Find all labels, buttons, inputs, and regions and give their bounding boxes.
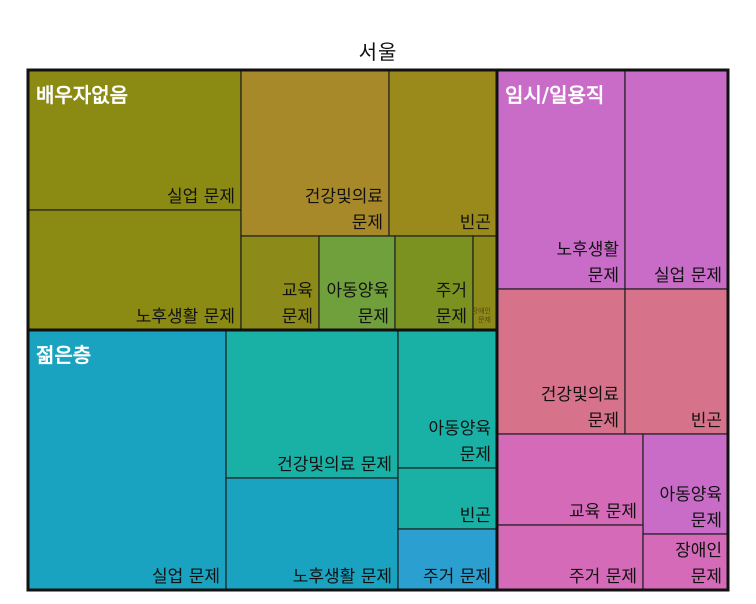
treemap-cell-label: 노후생활 문제 [136,307,235,327]
treemap-cell-label: 문제 [436,307,467,327]
treemap-cell-label: 아동양육 [326,281,389,301]
treemap-cell-label: 빈곤 [460,213,491,233]
treemap-cell-label: 문제 [358,307,389,327]
treemap-cell-label: 건강및의료 [541,385,619,405]
treemap-cell-label: 장애인 [472,306,491,315]
treemap-cell-label: 주거 [436,281,467,301]
treemap-cell [225,329,399,479]
treemap-cell [496,433,644,526]
treemap-cell [27,329,227,591]
treemap-cell [397,329,498,469]
treemap-cell [496,524,644,591]
treemap-group-label: 임시/일용직 [505,83,604,107]
treemap-cell [642,433,729,535]
treemap-cell-label: 문제 [691,511,722,531]
treemap-cell [397,528,498,591]
treemap-cell-label: 노후생활 문제 [293,567,392,587]
treemap-cell-label: 실업 문제 [167,187,235,207]
treemap-cell-label: 문제 [588,411,619,431]
treemap-cell-label: 아동양육 [659,485,722,505]
treemap-cell-label: 빈곤 [691,411,722,431]
treemap-cell [388,69,498,237]
treemap-cell-label: 실업 문제 [152,567,220,587]
treemap-cell-label: 주거 문제 [423,567,491,587]
treemap-group-label: 젊은층 [36,343,91,367]
treemap-cell [496,288,626,435]
treemap-cell-label: 빈곤 [460,506,491,526]
treemap-cell-label: 장애인 [675,541,722,561]
treemap-cell-label: 문제 [588,266,619,286]
treemap-cell-label: 건강및의료 문제 [277,455,392,475]
treemap-cell [624,69,729,290]
treemap-cell-label: 노후생활 [556,240,619,260]
treemap-cell [27,69,242,211]
treemap-cell [27,209,242,331]
treemap-cell-label: 문제 [691,567,722,587]
treemap-cell-label: 문제 [352,213,383,233]
treemap-cell-label: 문제 [460,445,491,465]
treemap-cell [624,288,729,435]
treemap-cell [240,69,390,237]
treemap-cell-label: 실업 문제 [654,266,722,286]
treemap-cell [240,235,320,331]
treemap-cell-label: 문제 [478,316,491,324]
treemap-cell [496,69,626,290]
treemap-cell-label: 교육 [282,281,313,301]
chart-title: 서울 [358,40,398,64]
treemap-cell-label: 건강및의료 [305,187,383,207]
treemap-cell-label: 아동양육 [428,419,491,439]
treemap-cell-label: 문제 [282,307,313,327]
treemap-cell-label: 교육 문제 [569,502,637,522]
treemap-cell-label: 주거 문제 [569,567,637,587]
treemap-group-label: 배우자없음 [36,83,128,107]
treemap-group-border [495,68,730,592]
